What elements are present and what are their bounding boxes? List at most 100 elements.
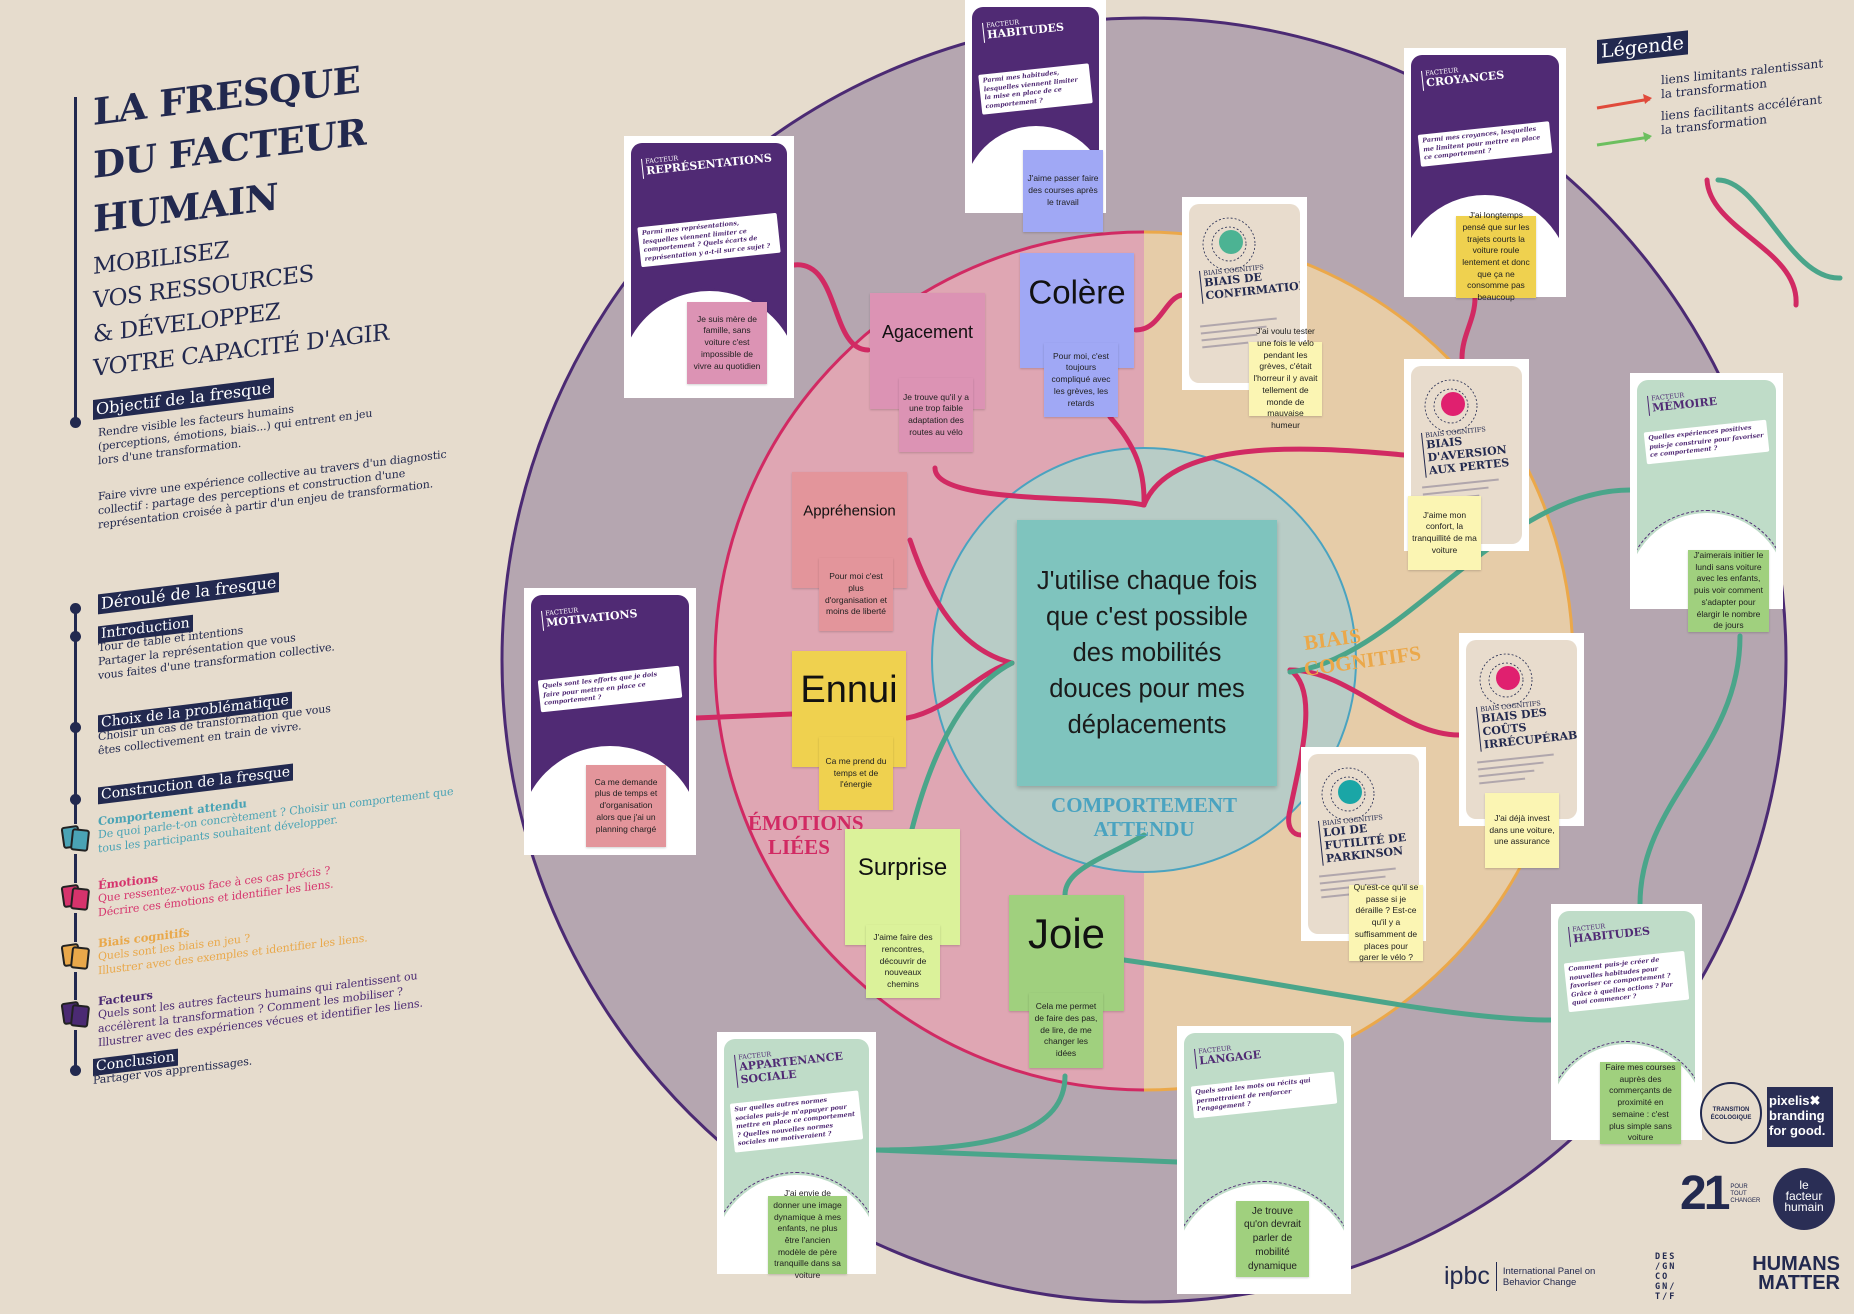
central-behavior-note[interactable]: J'utilise chaque fois que c'est possible…: [1017, 520, 1277, 786]
card-question: Comment puis-je créer de nouvelles habit…: [1563, 950, 1690, 1012]
emotion-detail-note[interactable]: Cela me permet de faire des pas, de lire…: [1029, 993, 1103, 1068]
emotion-detail-note[interactable]: Pour moi c'est plus d'organisation et mo…: [819, 558, 893, 631]
emotion-detail-note[interactable]: Je trouve qu'il y a une trop faible adap…: [899, 378, 973, 452]
emotions-ring-label-2: LIÉES: [768, 835, 830, 859]
limiting-link: [791, 262, 871, 353]
emotion-detail-text: Je trouve qu'il y a une trop faible adap…: [903, 391, 969, 437]
emotion-detail-note[interactable]: Pour moi, c'est toujours compliqué avec …: [1044, 343, 1118, 417]
emotion-name: Surprise: [857, 854, 948, 882]
card-question: Parmi mes représentations, lesquelles vi…: [637, 212, 781, 268]
bias-icon: [1424, 379, 1478, 433]
limiting-link: [693, 711, 795, 721]
sticky-note-text: J'aimerais initier le lundi sans voiture…: [1693, 549, 1764, 631]
sticky-note[interactable]: J'ai déjà invest dans une voiture, une a…: [1485, 793, 1559, 868]
sticky-note-text: J'ai voulu tester une fois le vélo penda…: [1253, 326, 1318, 431]
bias-icon: [1479, 653, 1533, 707]
sticky-note[interactable]: Je suis mère de famille, sans voiture c'…: [687, 302, 767, 384]
emotion-name: Appréhension: [803, 502, 896, 520]
sticky-note-text: Je trouve qu'on devrait parler de mobili…: [1244, 1205, 1301, 1272]
sticky-note[interactable]: J'aimerais initier le lundi sans voiture…: [1688, 550, 1769, 632]
emotion-detail-text: Cela me permet de faire des pas, de lire…: [1034, 1001, 1098, 1059]
timeline-dot: [70, 631, 81, 642]
emotion-note-joie[interactable]: Joie: [1009, 895, 1124, 1011]
facilitating-link: [909, 660, 1015, 832]
limiting-link: [1287, 667, 1462, 738]
limiting-link: [1459, 295, 1478, 361]
card-question: Parmi mes croyances, lesquelles me limit…: [1417, 121, 1553, 167]
sticky-note-text: Faire mes courses auprès des commerçants…: [1605, 1061, 1676, 1143]
facilitating-link: [873, 1147, 1180, 1165]
sticky-note[interactable]: J'ai voulu tester une fois le vélo penda…: [1249, 326, 1322, 430]
emotion-name: Ennui: [800, 669, 898, 712]
sticky-note-text: J'aime mon confort, la tranquillité de m…: [1412, 509, 1477, 555]
sticky-note[interactable]: J'ai longtemps pensé que sur les trajets…: [1456, 210, 1536, 302]
emotions-ring-label: ÉMOTIONS: [748, 811, 864, 835]
sticky-note[interactable]: Ca me demande plus de temps et d'organis…: [586, 765, 666, 847]
legend-limiting-arrowhead: [1643, 94, 1652, 104]
bias-icon: [1321, 767, 1375, 821]
sticky-note[interactable]: J'ai envie de donner une image dynamique…: [768, 1188, 847, 1280]
timeline-dot: [70, 794, 81, 805]
emotion-detail-text: Pour moi c'est plus d'organisation et mo…: [824, 571, 888, 617]
sticky-note[interactable]: Qu'est-ce qu'il se passe si je déraille …: [1349, 882, 1423, 962]
emotions-zone: [713, 230, 1144, 1092]
behavior-ring-label: COMPORTEMENT: [1051, 793, 1237, 817]
card-question: Parmi mes habitudes, lesquelles viennent…: [978, 63, 1093, 115]
facilitating-link: [873, 1073, 1068, 1153]
card-name: BIAIS DES COÛTS IRRÉCUPÉRABLES: [1480, 706, 1577, 752]
timeline-dot: [70, 417, 81, 428]
emotion-detail-text: Pour moi, c'est toujours compliqué avec …: [1051, 350, 1111, 408]
emotion-detail-text: Ca me prend du temps et de l'énergie: [825, 755, 887, 790]
limiting-link: [1133, 292, 1185, 333]
emotions-cards-icon: [60, 883, 92, 913]
card-question: Sur quelles autres normes sociales puis-…: [729, 1090, 864, 1153]
bias-icon: [1202, 217, 1256, 271]
sticky-note[interactable]: J'aime mon confort, la tranquillité de m…: [1408, 496, 1481, 570]
limiting-link: [1141, 446, 1407, 508]
card-question: Quelles expériences positives puis-je co…: [1643, 419, 1770, 464]
subtitle: MOBILISEZ VOS RESSOURCES & DÉVELOPPEZ VO…: [93, 214, 389, 386]
limiting-link: [1107, 414, 1147, 508]
card-name: BIAIS D'AVERSION AUX PERTES: [1425, 435, 1510, 478]
limiting-link: [932, 465, 1147, 508]
legend-decoration-green: [1715, 177, 1843, 281]
sticky-note[interactable]: J'aime passer faire des courses après le…: [1023, 150, 1103, 232]
sticky-note[interactable]: Je trouve qu'on devrait parler de mobili…: [1236, 1201, 1309, 1277]
emotion-detail-note[interactable]: J'aime faire des rencontres, découvrir d…: [866, 925, 940, 998]
sticky-note[interactable]: Faire mes courses auprès des commerçants…: [1600, 1062, 1681, 1144]
timeline-dot: [70, 722, 81, 733]
emotion-detail-note[interactable]: Ca me prend du temps et de l'énergie: [819, 737, 893, 810]
legend-decoration-red: [1704, 177, 1799, 308]
emotion-name: Agacement: [881, 322, 974, 343]
limiting-link: [907, 537, 1015, 666]
sticky-note-text: J'ai longtemps pensé que sur les trajets…: [1462, 210, 1530, 303]
central-behavior-text: J'utilise chaque fois que c'est possible…: [1036, 567, 1258, 739]
sticky-note-text: J'ai déjà invest dans une voiture, une a…: [1489, 812, 1555, 847]
sticky-note-text: J'aime passer faire des courses après le…: [1027, 173, 1099, 207]
emotion-name: Colère: [1028, 273, 1126, 311]
card-question: Quels sont les efforts que je dois faire…: [537, 665, 683, 712]
behavior-ring-label-2: ATTENDU: [1093, 817, 1194, 841]
facilitating-link: [1637, 633, 1743, 907]
logo-transition-ecologique: TRANSITION ÉCOLOGIQUE: [1700, 1082, 1762, 1144]
card-name: LOI DE FUTILITÉ DE PARKINSON: [1322, 822, 1407, 866]
legend-facilitating-arrowhead: [1643, 132, 1652, 142]
